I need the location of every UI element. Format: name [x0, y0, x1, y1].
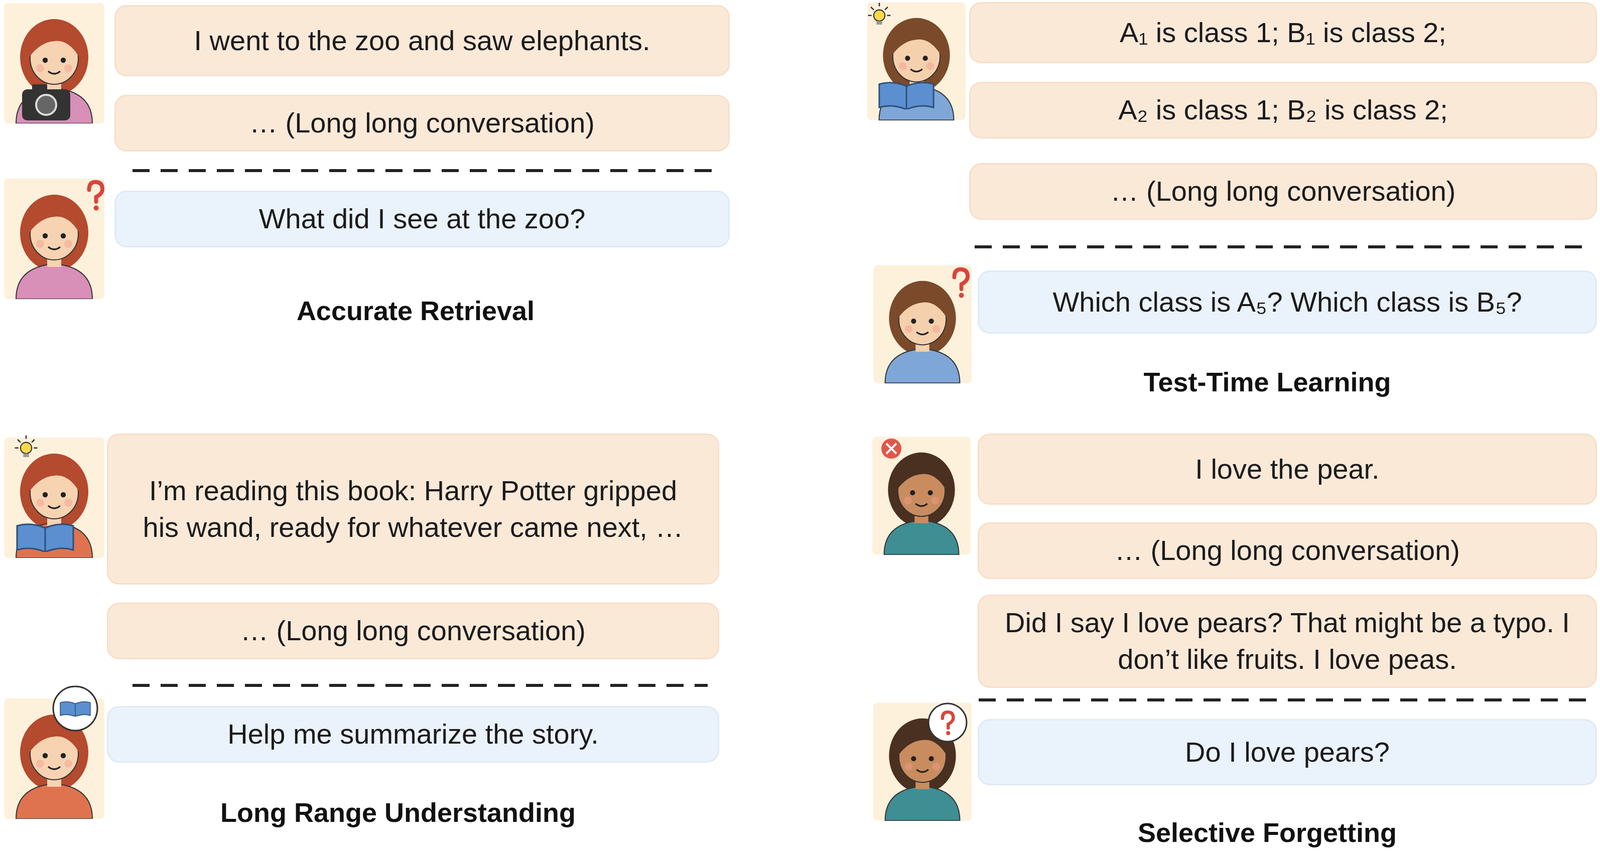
speech-bubble: A₂ is class 1; B₂ is class 2; — [969, 81, 1597, 139]
bubble-text: I went to the zoo and saw elephants. — [193, 22, 650, 60]
question-bubble: Which class is A₅? Which class is B₅? — [977, 270, 1597, 334]
panel-title: Accurate Retrieval — [296, 295, 535, 327]
bubble-text: I’m reading this book: Harry Potter grip… — [130, 472, 696, 547]
speech-bubble: … (Long long conversation) — [106, 602, 720, 660]
speech-bubble: … (Long long conversation) — [114, 94, 730, 152]
speech-bubble: I went to the zoo and saw elephants. — [114, 5, 730, 77]
bubble-text: A₁ is class 1; B₁ is class 2; — [1119, 14, 1447, 52]
question-bubble: Help me summarize the story. — [106, 706, 720, 763]
bubble-text: Did I say I love pears? That might be a … — [1001, 604, 1574, 679]
bubble-text: Do I love pears? — [1184, 734, 1390, 771]
bubble-text: What did I see at the zoo? — [258, 200, 586, 238]
speech-bubble: I’m reading this book: Harry Potter grip… — [106, 433, 720, 585]
speech-bubble: I love the pear. — [977, 433, 1597, 505]
bubble-text: I love the pear. — [1194, 451, 1380, 488]
bubble-text: Which class is A₅? Which class is B₅? — [1052, 284, 1522, 321]
speech-bubble: … (Long long conversation) — [969, 163, 1597, 220]
speech-bubble: A₁ is class 1; B₁ is class 2; — [969, 2, 1597, 64]
bubble-text: A₂ is class 1; B₂ is class 2; — [1118, 91, 1448, 129]
bubble-text: … (Long long conversation) — [240, 612, 586, 650]
question-bubble: Do I love pears? — [977, 719, 1597, 786]
panel-title: Selective Forgetting — [1137, 817, 1397, 849]
bubble-text: … (Long long conversation) — [1110, 173, 1456, 210]
question-bubble: What did I see at the zoo? — [114, 190, 730, 248]
speech-bubble: … (Long long conversation) — [977, 522, 1597, 580]
panel-title: Test-Time Learning — [1143, 366, 1391, 398]
bubble-text: … (Long long conversation) — [249, 104, 595, 142]
bubble-text: Help me summarize the story. — [227, 716, 599, 753]
panel-title: Long Range Understanding — [220, 796, 576, 829]
bubble-text: … (Long long conversation) — [1114, 532, 1460, 570]
speech-bubble: Did I say I love pears? That might be a … — [977, 594, 1597, 689]
